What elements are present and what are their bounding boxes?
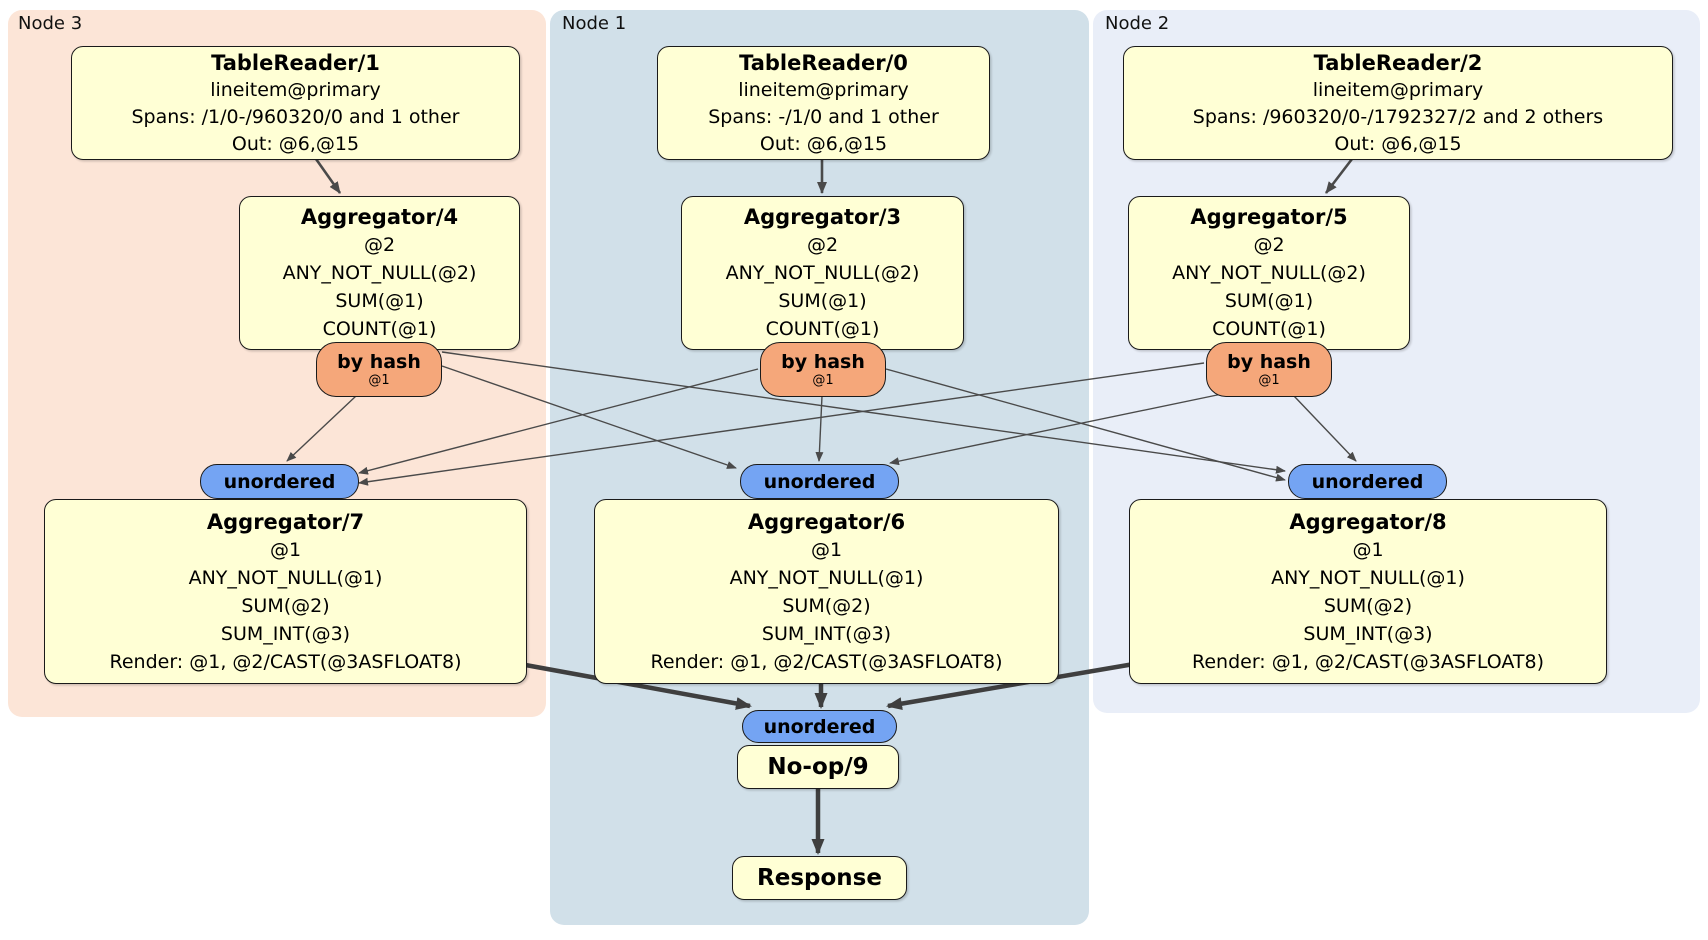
box-detail-line: Render: @1, @2/CAST(@3ASFLOAT8) (1192, 650, 1544, 673)
router-by-hash-node1: by hash @1 (760, 342, 886, 397)
box-title: Aggregator/5 (1190, 205, 1348, 229)
edge-hash1-unordered-mid (815, 395, 824, 462)
box-detail-line: @2 (806, 234, 839, 256)
node-box-tablereader-1: TableReader/1 lineitem@primary Spans: /1… (71, 46, 520, 160)
router-stream-key: @1 (812, 373, 834, 388)
box-detail-line: ANY_NOT_NULL(@2) (282, 262, 477, 284)
sync-label: unordered (223, 470, 336, 493)
box-detail-line: SUM(@1) (1224, 290, 1314, 312)
edge-hash2-unordered-right (1293, 395, 1357, 462)
node-box-aggregator-3: Aggregator/3 @2 ANY_NOT_NULL(@2) SUM(@1)… (681, 196, 964, 350)
box-detail-line: lineitem@primary (1312, 78, 1484, 101)
box-detail-line: SUM_INT(@3) (761, 622, 892, 645)
sync-unordered-node3: unordered (200, 464, 359, 499)
box-detail-line: ANY_NOT_NULL(@1) (1271, 566, 1465, 589)
node-box-aggregator-5: Aggregator/5 @2 ANY_NOT_NULL(@2) SUM(@1)… (1128, 196, 1410, 350)
router-label: by hash (337, 351, 421, 373)
box-detail-line: COUNT(@1) (1212, 318, 1326, 340)
box-title: Aggregator/8 (1289, 509, 1447, 534)
box-detail-line: SUM(@1) (335, 290, 424, 312)
box-detail-line: ANY_NOT_NULL(@1) (729, 566, 924, 589)
box-detail-line: Render: @1, @2/CAST(@3ASFLOAT8) (109, 650, 462, 673)
box-detail-line: SUM(@1) (778, 290, 867, 312)
box-detail-line: SUM(@2) (241, 594, 330, 617)
box-title: TableReader/0 (739, 50, 908, 75)
box-title: TableReader/2 (1313, 50, 1483, 75)
box-detail-line: ANY_NOT_NULL(@2) (725, 262, 920, 284)
sync-unordered-node2: unordered (1288, 464, 1447, 499)
box-title: TableReader/1 (211, 50, 380, 75)
box-title: Aggregator/7 (206, 509, 365, 534)
box-detail-line: @2 (363, 234, 396, 256)
router-by-hash-node2: by hash @1 (1206, 342, 1332, 397)
sync-unordered-node1: unordered (740, 464, 899, 499)
box-detail-line: SUM(@2) (1323, 594, 1413, 617)
node-box-tablereader-0: TableReader/0 lineitem@primary Spans: -/… (657, 46, 990, 160)
edge-agg7-unordered-final (519, 661, 752, 710)
edge-agg8-unordered-final (886, 661, 1135, 711)
box-detail-line: Spans: /1/0-/960320/0 and 1 other (131, 105, 460, 128)
node-box-aggregator-4: Aggregator/4 @2 ANY_NOT_NULL(@2) SUM(@1)… (239, 196, 520, 350)
node-box-aggregator-7: Aggregator/7 @1 ANY_NOT_NULL(@1) SUM(@2)… (44, 499, 527, 684)
router-by-hash-node3: by hash @1 (316, 342, 442, 397)
box-title: Aggregator/6 (747, 509, 906, 534)
box-detail-line: SUM(@2) (782, 594, 871, 617)
box-detail-line: Out: @6,@15 (759, 132, 888, 155)
box-title: Aggregator/4 (300, 205, 459, 229)
edge-hash1-unordered-right (885, 368, 1286, 482)
region-label-node-2: Node 2 (1105, 13, 1170, 34)
box-detail-line: @2 (1253, 234, 1285, 256)
box-detail-line: @1 (269, 538, 302, 561)
box-detail-line: Spans: -/1/0 and 1 other (708, 105, 939, 128)
box-detail-line: lineitem@primary (738, 78, 909, 101)
edge-tr2-agg5 (1324, 158, 1354, 194)
box-detail-line: ANY_NOT_NULL(@1) (188, 566, 383, 589)
node-box-aggregator-6: Aggregator/6 @1 ANY_NOT_NULL(@1) SUM(@2)… (594, 499, 1059, 684)
box-title: Aggregator/3 (743, 205, 902, 229)
edge-hash3-unordered-left (286, 395, 357, 462)
box-detail-line: SUM_INT(@3) (220, 622, 351, 645)
router-label: by hash (781, 351, 865, 373)
box-detail-line: @1 (810, 538, 843, 561)
region-label-node-3: Node 3 (18, 13, 83, 34)
sync-label: unordered (1311, 470, 1424, 493)
box-detail-line: Out: @6,@15 (1334, 132, 1462, 155)
node-box-response: Response (732, 856, 907, 900)
router-label: by hash (1227, 351, 1311, 373)
box-title: Response (757, 865, 882, 891)
box-detail-line: Spans: /960320/0-/1792327/2 and 2 others (1192, 105, 1604, 128)
box-title: No-op/9 (767, 754, 869, 780)
box-detail-line: COUNT(@1) (765, 318, 880, 340)
box-detail-line: COUNT(@1) (322, 318, 437, 340)
box-detail-line: SUM_INT(@3) (1303, 622, 1433, 645)
edge-hash2-unordered-mid (889, 393, 1223, 466)
edge-hash3-unordered-mid (441, 365, 737, 469)
edge-hash1-unordered-left (358, 368, 759, 475)
router-stream-key: @1 (1258, 373, 1280, 388)
region-label-node-1: Node 1 (562, 13, 627, 34)
node-box-noop-9: No-op/9 (737, 745, 899, 789)
router-stream-key: @1 (368, 373, 390, 388)
node-box-aggregator-8: Aggregator/8 @1 ANY_NOT_NULL(@1) SUM(@2)… (1129, 499, 1607, 684)
sync-unordered-final: unordered (742, 710, 897, 743)
box-detail-line: ANY_NOT_NULL(@2) (1172, 262, 1366, 284)
box-detail-line: Render: @1, @2/CAST(@3ASFLOAT8) (650, 650, 1003, 673)
node-box-tablereader-2: TableReader/2 lineitem@primary Spans: /9… (1123, 46, 1673, 160)
box-detail-line: lineitem@primary (210, 78, 381, 101)
edge-hash2-unordered-left (358, 362, 1205, 486)
box-detail-line: @1 (1352, 538, 1384, 561)
box-detail-line: Out: @6,@15 (231, 132, 360, 155)
edge-tr1-agg4 (314, 158, 342, 194)
sync-label: unordered (763, 470, 876, 493)
sync-label: unordered (763, 715, 876, 738)
